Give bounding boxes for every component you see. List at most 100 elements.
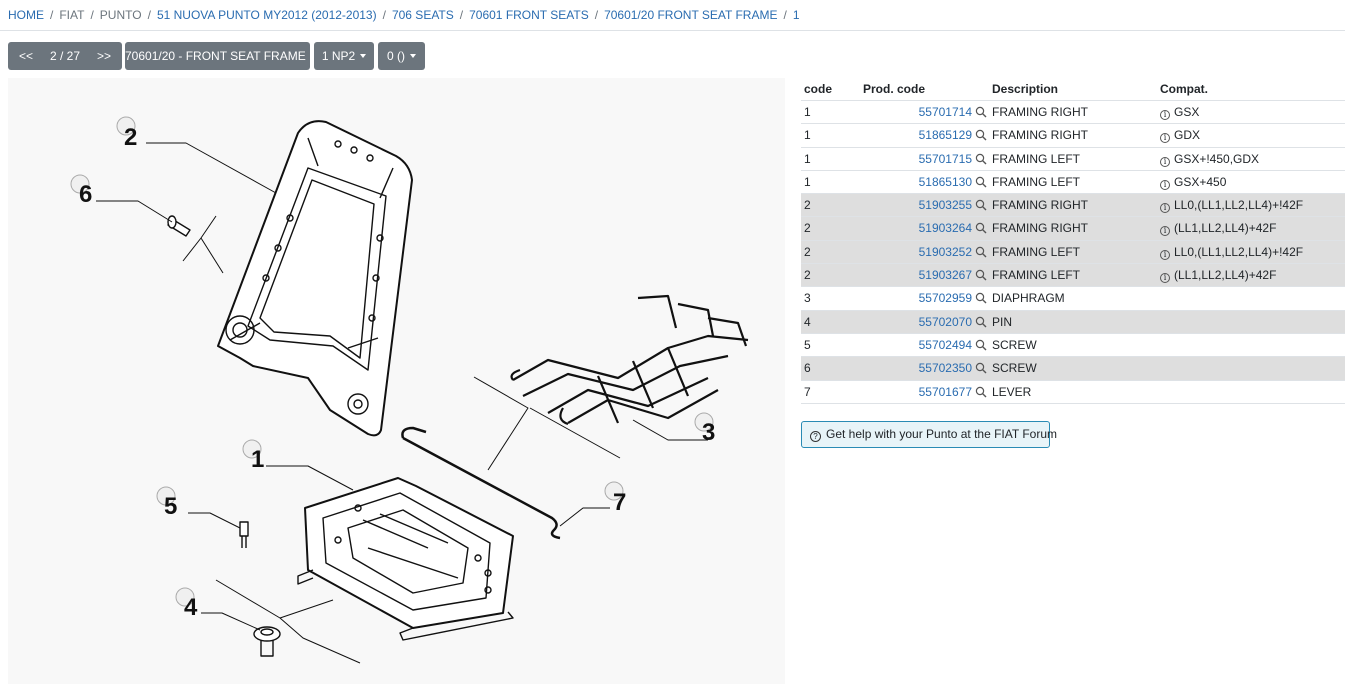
breadcrumb: HOME/FIAT/PUNTO/51 NUOVA PUNTO MY2012 (2… (0, 0, 1345, 31)
magnifier-icon[interactable] (975, 199, 987, 211)
caret-down-icon (410, 54, 416, 58)
magnifier-icon[interactable] (975, 269, 987, 281)
breadcrumb-fiat: FIAT (59, 8, 85, 22)
prod-code-link[interactable]: 51903267 (918, 268, 972, 283)
row-prod-code: 51903267 (863, 264, 972, 286)
row-code: 2 (804, 268, 811, 283)
screw-5 (239, 521, 249, 548)
magnifier-icon[interactable] (975, 246, 987, 258)
callout-4: 4 (184, 594, 198, 621)
magnifier-icon[interactable] (975, 176, 987, 188)
backrest-frame (217, 120, 413, 437)
breadcrumb-variant[interactable]: 1 (792, 8, 800, 22)
breadcrumb-group[interactable]: 706 SEATS (391, 8, 454, 22)
magnifier-icon[interactable] (975, 153, 987, 165)
row-description: FRAMING RIGHT (992, 105, 1088, 119)
breadcrumb-subgroup[interactable]: 70601 FRONT SEATS (469, 8, 589, 22)
row-prod-code: 55701677 (863, 381, 972, 403)
pin-4 (253, 626, 281, 657)
info-circle-icon[interactable]: i (1160, 226, 1170, 237)
info-circle-icon[interactable]: i (1160, 179, 1170, 190)
info-circle-icon[interactable]: i (1160, 203, 1170, 214)
header-prod-code: Prod. code (863, 82, 926, 96)
prod-code-link[interactable]: 55702070 (918, 314, 972, 329)
row-compat: i(LL1,LL2,LL4)+42F (1160, 264, 1276, 286)
prod-code-link[interactable]: 51903264 (918, 221, 972, 236)
prod-code-link[interactable]: 51903252 (918, 244, 972, 259)
info-circle-icon[interactable]: i (1160, 249, 1170, 260)
magnifier-icon[interactable] (975, 129, 987, 141)
exploded-parts-diagram: 2 6 1 5 4 3 7 (8, 78, 785, 684)
filter-select[interactable]: 0 () (378, 42, 425, 70)
info-circle-icon[interactable]: i (1160, 110, 1170, 120)
row-prod-code: 55702959 (863, 287, 972, 309)
row-prod-code: 51865129 (863, 124, 972, 146)
magnifier-icon[interactable] (975, 292, 987, 304)
row-code: 5 (804, 337, 811, 352)
header-compat: Compat. (1160, 82, 1208, 96)
callout-1: 1 (251, 446, 264, 473)
variant-select[interactable]: 1 NP2 (314, 42, 374, 70)
forum-help-button[interactable]: ?Get help with your Punto at the FIAT Fo… (801, 421, 1057, 448)
prod-code-link[interactable]: 55701714 (918, 105, 972, 119)
breadcrumb-table[interactable]: 70601/20 FRONT SEAT FRAME (604, 8, 778, 22)
magnifier-icon[interactable] (975, 222, 987, 234)
prod-code-link[interactable]: 55701677 (918, 384, 972, 399)
row-prod-code: 55702494 (863, 334, 972, 356)
breadcrumb-punto: PUNTO (99, 8, 142, 22)
caret-down-icon (310, 54, 317, 58)
table-header: code Prod. code Description Compat. (801, 78, 1345, 101)
pager: << 2 / 27 >> (8, 42, 122, 70)
prod-code-link[interactable]: 51865130 (918, 174, 972, 189)
row-description: PIN (992, 314, 1013, 329)
next-page-button[interactable]: >> (97, 49, 112, 63)
row-description: DIAPHRAGM (992, 291, 1065, 306)
page-indicator: 2 / 27 (50, 49, 81, 63)
table-select[interactable]: 70601/20 - FRONT SEAT FRAME (125, 42, 317, 70)
info-circle-icon[interactable]: i (1160, 273, 1170, 284)
prod-code-link[interactable]: 51865129 (918, 128, 972, 143)
prev-page-button[interactable]: << (19, 49, 34, 63)
row-prod-code: 55702070 (863, 311, 972, 333)
row-description: FRAMING RIGHT (992, 128, 1088, 143)
magnifier-icon[interactable] (975, 362, 987, 374)
prod-code-link[interactable]: 51903255 (918, 198, 972, 213)
breadcrumb-home[interactable]: HOME (8, 8, 44, 22)
row-description: FRAMING RIGHT (992, 198, 1088, 213)
prod-code-link[interactable]: 55701715 (918, 151, 972, 166)
prod-code-link[interactable]: 55702350 (918, 361, 972, 376)
prod-code-link[interactable]: 55702494 (918, 337, 972, 352)
magnifier-icon[interactable] (975, 316, 987, 328)
row-description: FRAMING LEFT (992, 174, 1081, 189)
prod-code-link[interactable]: 55702959 (918, 291, 972, 306)
spring-mat (510, 294, 749, 426)
table-row: 2 51903267 FRAMING LEFT i(LL1,LL2,LL4)+42F (801, 264, 1345, 288)
info-circle-icon[interactable]: i (1160, 133, 1170, 144)
callout-3: 3 (702, 419, 715, 446)
magnifier-icon[interactable] (975, 386, 987, 398)
magnifier-icon[interactable] (975, 106, 987, 118)
row-code: 2 (804, 244, 811, 259)
callout-5: 5 (164, 493, 177, 520)
magnifier-icon[interactable] (975, 339, 987, 351)
row-description: FRAMING LEFT (992, 268, 1081, 283)
caret-down-icon (360, 54, 367, 58)
info-circle-icon[interactable]: i (1160, 156, 1170, 167)
breadcrumb-model[interactable]: 51 NUOVA PUNTO MY2012 (2012-2013) (156, 8, 377, 22)
